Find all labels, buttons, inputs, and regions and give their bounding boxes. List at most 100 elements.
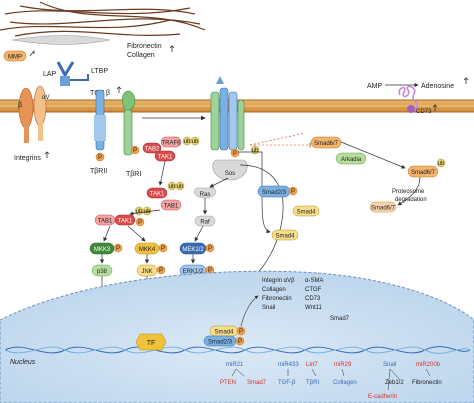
svg-text:TRAF6: TRAF6 [161, 141, 181, 147]
tf-node: TF [135, 333, 167, 351]
svg-text:Smad4: Smad4 [275, 234, 295, 240]
nucleus-label: Nucleus [10, 359, 36, 366]
tab1-tak1-lower: TAB1 TAK1 ub ub P [94, 206, 152, 227]
smad-nuclear-complex: Smad4 Smad2/3 P P [203, 325, 246, 347]
arkadia-node: Arkadia [335, 152, 367, 165]
smad23-cyto-node: Smad2/3 P [257, 185, 298, 198]
svg-text:Integrin αVβ: Integrin αVβ [262, 278, 295, 284]
let7-label: Let7 [306, 362, 318, 368]
integrins-label: Integrins [14, 155, 41, 162]
svg-text:Wnt11: Wnt11 [305, 305, 323, 311]
mkk3-node: MKK3 P [89, 242, 123, 255]
svg-text:MKK3: MKK3 [94, 247, 111, 253]
svg-text:ub: ub [136, 209, 143, 215]
svg-text:MKK4: MKK4 [139, 247, 156, 253]
svg-text:P: P [133, 148, 137, 154]
mirna-row: miR21 miR433 Let7 miR29 Snail miR200b [226, 362, 441, 368]
tgfb-output-label: TGF-β [278, 380, 296, 386]
mir29-label: miR29 [334, 362, 352, 368]
smad67-node-bottom: Smad6/7 [369, 201, 397, 213]
svg-text:P: P [239, 329, 243, 335]
svg-text:TAB2: TAB2 [145, 147, 160, 153]
collagen-label: Collagen [127, 52, 155, 59]
lap-label: LAP [43, 71, 57, 78]
collagen-output-label: Collagen [333, 380, 357, 386]
amp-label: AMP [367, 83, 383, 90]
svg-text:P: P [138, 220, 142, 226]
svg-text:Smad4: Smad4 [296, 210, 316, 216]
svg-text:Smad4: Smad4 [214, 330, 234, 336]
svg-text:CTGF: CTGF [305, 287, 322, 293]
svg-text:Sos: Sos [225, 171, 235, 177]
svg-text:JNK: JNK [141, 269, 152, 275]
svg-text:P: P [159, 268, 163, 274]
svg-text:P: P [116, 246, 120, 252]
svg-text:MMP: MMP [8, 55, 22, 61]
tbrii-receptor: P [94, 89, 106, 162]
alpha-v-label: αV [42, 95, 49, 101]
svg-text:ERK1/2: ERK1/2 [183, 269, 204, 275]
svg-text:Ras: Ras [200, 192, 211, 198]
ltbp-fiber [11, 35, 111, 45]
beta-label: β [18, 102, 22, 109]
svg-text:Smad6/7: Smad6/7 [411, 170, 436, 176]
svg-text:MEK1/2: MEK1/2 [182, 247, 204, 253]
svg-text:P: P [291, 189, 295, 195]
svg-text:Smad6/7: Smad6/7 [371, 206, 396, 212]
smad67-node-top: Smad6/7 [310, 136, 342, 149]
raf-node: Raf [194, 215, 216, 227]
target-genes-col1: Integrin αVβ Collagen Fibronectin Snail [262, 278, 295, 311]
tbrii-label: TβRII [90, 168, 107, 175]
svg-text:α-SMA: α-SMA [305, 278, 323, 284]
degradation-label: degradation [395, 197, 427, 203]
smad4-cyto-node-a: Smad4 [292, 205, 320, 217]
sos-node: Sos P ub [212, 145, 260, 181]
svg-text:ub: ub [177, 184, 184, 190]
zeb-label: Zeb1/2 [385, 380, 404, 386]
ras-node: Ras [193, 187, 217, 199]
svg-text:ub: ub [438, 161, 445, 167]
svg-text:Raf: Raf [200, 220, 210, 226]
tak1-tab1-node: TAK1 ub ub TAB1 [146, 181, 185, 211]
proteosome-label: Proteosome [392, 189, 425, 195]
pten-label: PTEN [220, 380, 236, 386]
tbri-output-label: TβRI [306, 380, 319, 386]
svg-text:TF: TF [147, 340, 156, 347]
svg-text:Collagen: Collagen [262, 287, 286, 293]
snail-nuc-label: Snail [383, 362, 396, 368]
svg-text:CD73: CD73 [305, 296, 321, 302]
svg-text:ub: ub [252, 148, 259, 154]
integrin-receptor: β αV [18, 85, 49, 143]
smad7-output-label: Smad7 [247, 380, 267, 386]
cd73-protein [398, 85, 418, 113]
e-cadherin-label: E-cadherin [368, 394, 397, 400]
smad67-node-right: Smad6/7 ub [407, 158, 446, 178]
svg-text:P: P [208, 268, 212, 274]
mkk4-node: MKK4 P [134, 242, 168, 255]
svg-text:P: P [208, 246, 212, 252]
fibronectin-label: Fibronectin [127, 43, 162, 50]
mir200b-label: miR200b [416, 362, 441, 368]
svg-text:Smad6/7: Smad6/7 [314, 141, 339, 147]
smad4-cyto-node-b: Smad4 [271, 229, 299, 241]
ltbp-label: LTBP [91, 68, 108, 75]
cd73-label: CD73 [416, 109, 432, 115]
svg-text:ub: ub [169, 184, 176, 190]
fibronectin-output-label: Fibronectin [412, 380, 442, 386]
mir21-label: miR21 [226, 362, 244, 368]
adenosine-label: Adenosine [421, 83, 454, 90]
svg-text:ub: ub [192, 139, 199, 145]
svg-text:Arkadia: Arkadia [341, 157, 362, 163]
svg-text:Smad7: Smad7 [330, 316, 350, 322]
tbri-receptor [122, 90, 136, 156]
svg-text:TAK1: TAK1 [158, 155, 173, 161]
svg-text:P: P [238, 339, 242, 345]
target-genes-col2: α-SMA CTGF CD73 Wnt11 Smad7 [305, 278, 350, 322]
svg-text:TAB1: TAB1 [98, 219, 113, 225]
svg-text:TAB1: TAB1 [164, 204, 179, 210]
svg-text:P: P [161, 246, 165, 252]
jnk-node: JNK P [136, 264, 166, 277]
svg-text:TAK1: TAK1 [118, 219, 133, 225]
